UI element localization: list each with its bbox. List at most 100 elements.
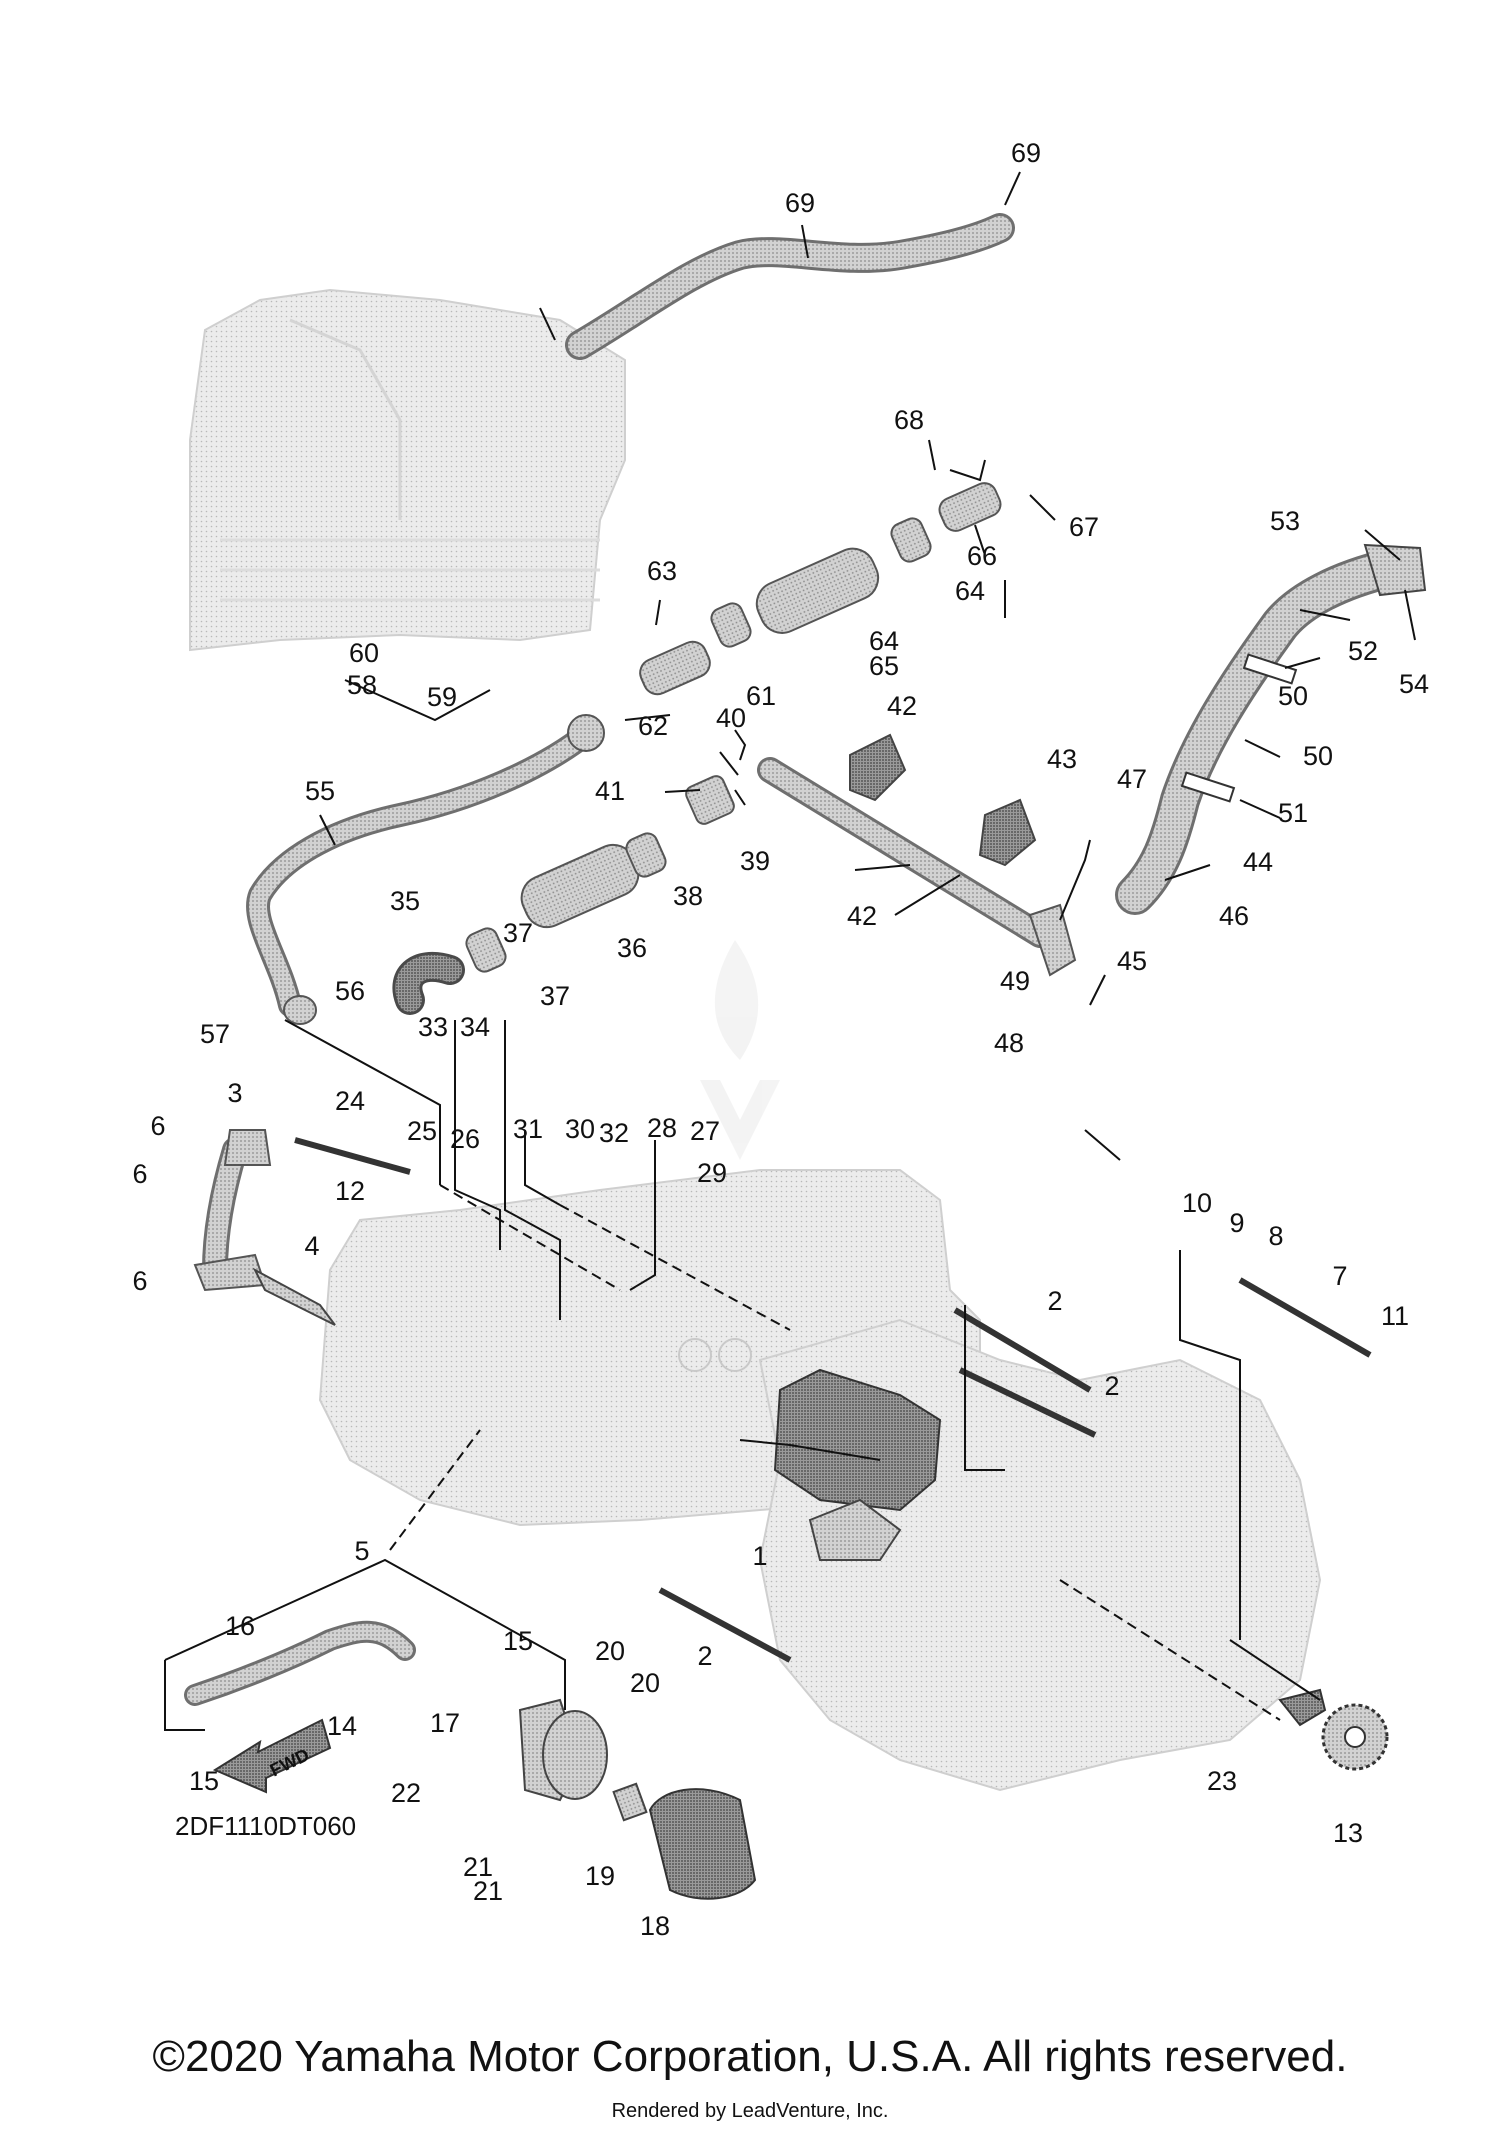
callout-37: 37	[503, 918, 533, 948]
callout-6: 6	[132, 1266, 147, 1296]
callout-3: 3	[227, 1078, 242, 1108]
callout-40: 40	[716, 703, 746, 733]
callout-11: 11	[1381, 1301, 1409, 1331]
callout-29: 29	[697, 1158, 727, 1188]
callout-34: 34	[460, 1012, 490, 1042]
callout-22: 22	[391, 1778, 421, 1808]
rendered-by-text: Rendered by LeadVenture, Inc.	[611, 2100, 889, 2122]
callout-41: 41	[595, 776, 625, 806]
callout-66: 66	[967, 541, 997, 571]
sleeve-parts	[465, 482, 1002, 973]
callout-17: 17	[430, 1708, 460, 1738]
callout-30: 30	[565, 1114, 595, 1144]
callout-42: 42	[887, 691, 917, 721]
callout-52: 52	[1348, 636, 1378, 666]
callout-46: 46	[1219, 901, 1249, 931]
callout-12: 12	[335, 1176, 365, 1206]
callout-55: 55	[305, 776, 335, 806]
cylinder-head-background	[189, 288, 626, 652]
callout-53: 53	[1270, 506, 1300, 536]
callout-65: 65	[869, 651, 899, 681]
callout-14: 14	[327, 1711, 357, 1741]
callout-54: 54	[1399, 669, 1429, 699]
callout-7: 7	[1332, 1261, 1347, 1291]
diagram-code: 2DF1110DT060	[175, 1811, 356, 1841]
callout-35: 35	[390, 886, 420, 916]
callout-36: 36	[617, 933, 647, 963]
callout-58: 58	[347, 670, 377, 700]
callout-16: 16	[225, 1611, 255, 1641]
callout-62: 62	[638, 711, 668, 741]
callout-6: 6	[132, 1159, 147, 1189]
callout-21: 21	[463, 1852, 493, 1882]
callout-15: 15	[189, 1766, 219, 1796]
callout-48: 48	[994, 1028, 1024, 1058]
pipe-part-41	[757, 757, 1077, 977]
callout-2: 2	[1104, 1371, 1119, 1401]
callout-50: 50	[1278, 681, 1308, 711]
callout-69: 69	[1011, 138, 1041, 168]
callout-63: 63	[647, 556, 677, 586]
callout-31: 31	[513, 1114, 543, 1144]
gear-part-13	[1278, 1688, 1389, 1771]
pipe-part-49	[1115, 543, 1427, 915]
cover-parts-42	[849, 733, 1037, 867]
callout-4: 4	[304, 1231, 319, 1261]
callout-1: 1	[752, 1541, 767, 1571]
callout-2: 2	[1047, 1286, 1062, 1316]
callout-leaders	[319, 171, 1416, 1161]
callout-15: 15	[503, 1626, 533, 1656]
callout-59: 59	[427, 682, 457, 712]
callout-50: 50	[1303, 741, 1333, 771]
callout-24: 24	[335, 1086, 365, 1116]
callout-57: 57	[200, 1019, 230, 1049]
assembly-guide-lines	[164, 459, 1321, 1731]
callout-67: 67	[1069, 512, 1099, 542]
callout-18: 18	[640, 1911, 670, 1941]
callout-2: 2	[697, 1641, 712, 1671]
callout-61: 61	[746, 681, 776, 711]
copyright-text: ©2020 Yamaha Motor Corporation, U.S.A. A…	[152, 2032, 1348, 2081]
callout-10: 10	[1182, 1188, 1212, 1218]
callout-6: 6	[150, 1111, 165, 1141]
callout-69: 69	[785, 188, 815, 218]
pipe-part-3	[193, 1129, 272, 1292]
fwd-arrow: FWD	[212, 1718, 332, 1794]
callout-38: 38	[673, 881, 703, 911]
strainer-part-4	[252, 1267, 336, 1326]
callout-26: 26	[450, 1124, 480, 1154]
callout-9: 9	[1229, 1208, 1244, 1238]
callout-8: 8	[1268, 1221, 1283, 1251]
callout-20: 20	[630, 1668, 660, 1698]
callout-28: 28	[647, 1113, 677, 1143]
callout-44: 44	[1243, 847, 1273, 877]
callout-42: 42	[847, 901, 877, 931]
callout-32: 32	[599, 1118, 629, 1148]
callout-64: 64	[869, 626, 899, 656]
starter-motor-part-1	[773, 1368, 942, 1561]
callout-60: 60	[349, 638, 379, 668]
oil-filter-assembly	[518, 1698, 757, 1900]
elbow-part-33	[392, 951, 465, 1015]
pipe-part-14	[184, 1620, 416, 1706]
callout-21: 21	[473, 1876, 503, 1906]
bolt-parts	[294, 1137, 1372, 1663]
callout-37: 37	[540, 981, 570, 1011]
callout-51: 51	[1278, 798, 1308, 828]
watermark-logo	[700, 940, 780, 1160]
callout-68: 68	[894, 405, 924, 435]
callout-43: 43	[1047, 744, 1077, 774]
callout-20: 20	[595, 1636, 625, 1666]
callout-19: 19	[585, 1861, 615, 1891]
pipe-part-54	[246, 714, 605, 1025]
callout-49: 49	[1000, 966, 1030, 996]
callout-47: 47	[1117, 764, 1147, 794]
callout-64: 64	[955, 576, 985, 606]
callout-39: 39	[740, 846, 770, 876]
callout-33: 33	[418, 1012, 448, 1042]
callout-23: 23	[1207, 1766, 1237, 1796]
callout-5: 5	[354, 1536, 369, 1566]
callout-25: 25	[407, 1116, 437, 1146]
